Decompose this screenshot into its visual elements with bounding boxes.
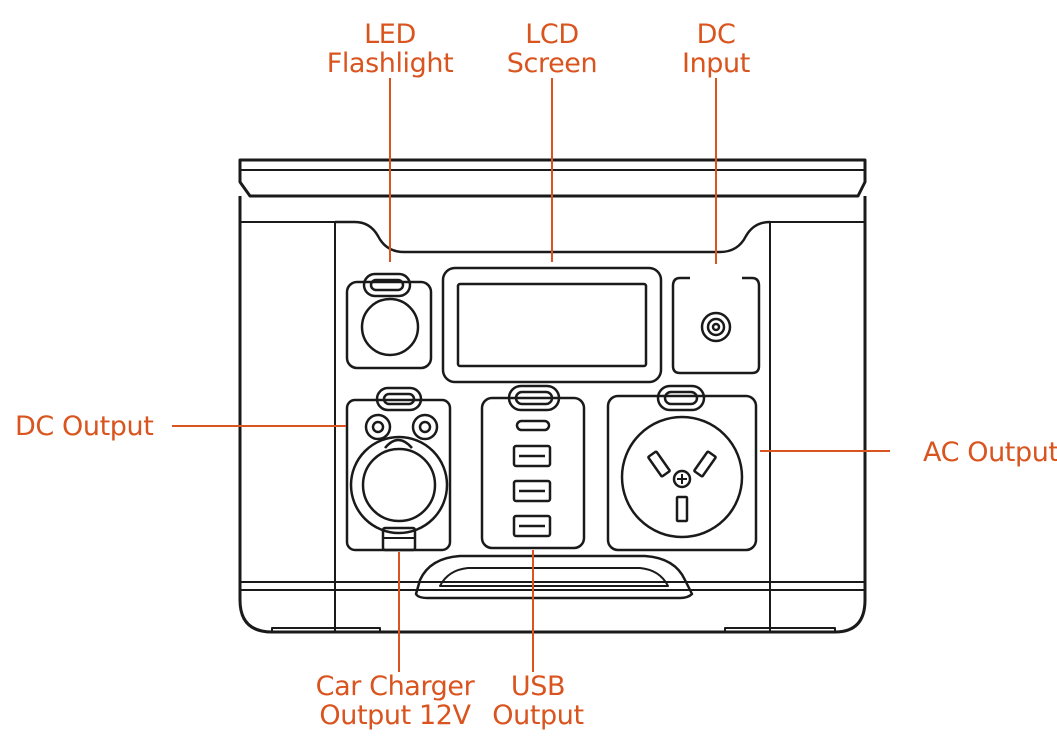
dc-output-port-right xyxy=(411,413,439,441)
usb-output-label-line1: USB xyxy=(510,671,566,702)
usb-output-label-line2: Output xyxy=(492,700,584,731)
dc-input-label: DC Input xyxy=(666,20,766,78)
usb-c-port xyxy=(515,419,551,432)
usb-output-module xyxy=(480,384,586,550)
lcd-screen-module xyxy=(441,266,663,384)
usb-a-port-2 xyxy=(512,479,552,503)
dc-output-module xyxy=(345,386,452,552)
lcd-display xyxy=(456,282,648,368)
left-foot xyxy=(271,627,381,632)
led-flashlight-label-line2: Flashlight xyxy=(326,48,454,79)
car-charger-output-label-line1: Car Charger xyxy=(315,671,475,702)
device-body xyxy=(238,158,867,634)
right-side-panel xyxy=(769,221,865,632)
ac-outlet xyxy=(620,415,744,539)
top-lid xyxy=(238,158,867,198)
car-charger-socket xyxy=(349,435,449,535)
car-charger-output-label: Car Charger Output 12V xyxy=(310,672,480,730)
dc-output-label-line1: DC Output xyxy=(15,411,154,442)
usb-output-label: USB Output xyxy=(483,672,593,730)
right-foot xyxy=(724,627,836,632)
ac-pin-bottom xyxy=(675,495,689,523)
ac-output-label-line1: AC Output xyxy=(923,437,1057,468)
dc-output-port-left xyxy=(364,413,392,441)
ac-output-label: AC Output xyxy=(923,438,1057,467)
ac-pin-right xyxy=(693,450,717,478)
ac-pin-left xyxy=(647,450,671,478)
lcd-screen-label-line2: Screen xyxy=(506,48,598,79)
ac-screw xyxy=(672,469,692,489)
ac-output-module xyxy=(606,384,758,552)
led-flashlight-label-line1: LED xyxy=(364,19,416,50)
car-charger-output-label-line2: Output 12V xyxy=(319,700,471,731)
led-flashlight-module xyxy=(345,272,433,370)
callout-lines xyxy=(172,78,890,672)
body-outline xyxy=(238,196,867,634)
lcd-screen-label: LCD Screen xyxy=(497,20,607,78)
lcd-screen-label-line1: LCD xyxy=(525,19,579,50)
usb-a-port-3 xyxy=(512,514,552,538)
led-flashlight-lens xyxy=(360,297,420,357)
dc-input-label-line2: Input xyxy=(682,48,750,79)
dc-output-label: DC Output xyxy=(15,411,154,442)
usb-a-port-1 xyxy=(512,444,552,468)
dc-input-port xyxy=(700,311,732,343)
front-panel xyxy=(335,220,771,254)
dc-input-module xyxy=(671,276,761,375)
bottom-handle xyxy=(414,554,694,600)
dc-input-label-line1: DC xyxy=(696,19,736,50)
led-flashlight-label: LED Flashlight xyxy=(315,20,465,78)
